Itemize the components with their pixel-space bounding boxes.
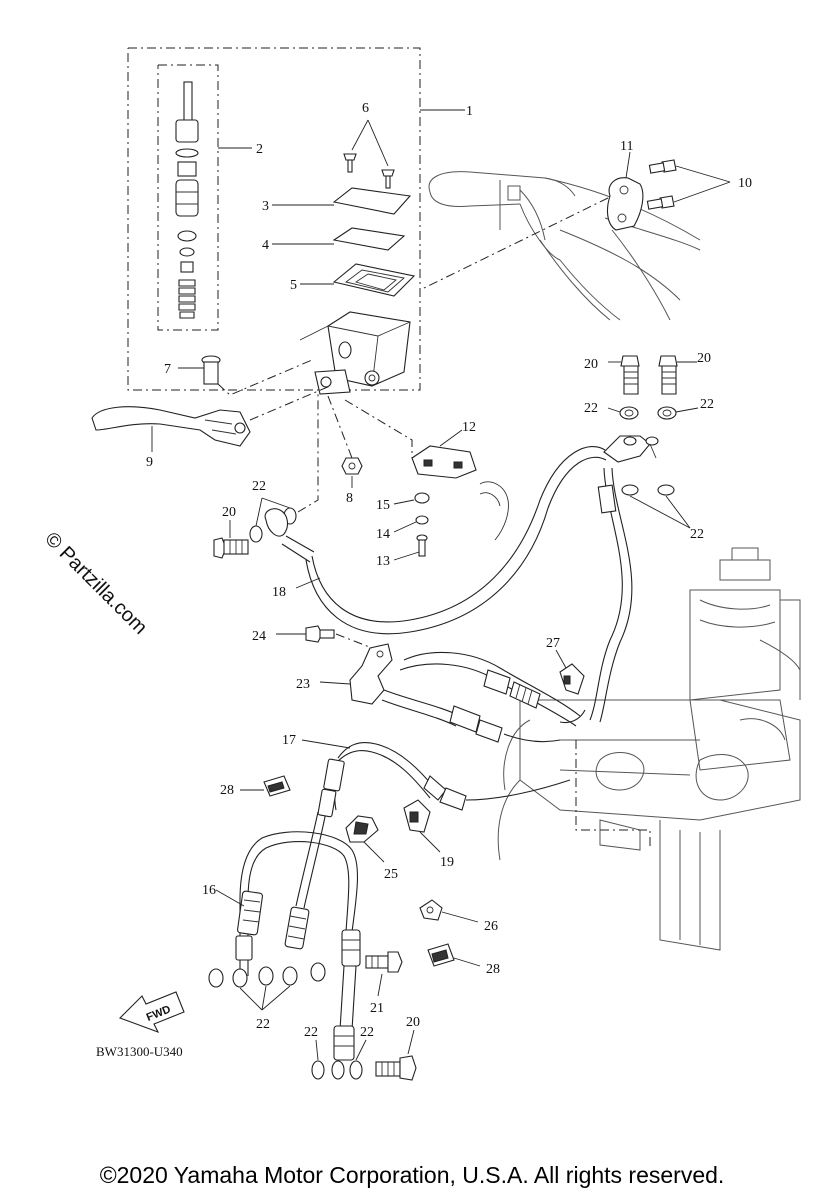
callout-13: 13 [376,554,390,569]
callout-1: 1 [466,104,473,119]
piston-kit-parts [175,81,199,319]
callout-9: 9 [146,455,153,470]
diaphragm-plate [272,227,406,251]
handlebar-clamp [419,151,644,291]
callout-3: 3 [262,199,269,214]
lower-washers [208,962,326,1011]
brake-hose-junction [559,435,691,724]
lever-pivot-bolt [178,355,313,396]
callout-27: 27 [546,636,560,651]
callout-22-bottom-a: 22 [304,1025,318,1040]
master-cylinder-assembly-boundary [127,47,465,391]
callout-26: 26 [484,919,498,934]
reservoir-cap-screw [343,119,395,189]
callout-21: 21 [370,1001,384,1016]
piston-kit-boundary [157,64,252,331]
callout-11: 11 [620,139,633,154]
brake-hose-17 [301,739,571,811]
callout-28-right: 28 [486,962,500,977]
mounting-reference-line [575,740,651,848]
master-cylinder-body [299,311,411,395]
callout-22-right: 22 [700,397,714,412]
callout-20-right: 20 [697,351,711,366]
callout-2: 2 [256,142,263,157]
callout-28-left: 28 [220,783,234,798]
callout-14: 14 [376,527,390,542]
hose-clip-19 [403,799,441,853]
callout-18: 18 [272,585,286,600]
union-bolt-pair [608,355,697,395]
callout-10: 10 [738,176,752,191]
watermark: © Partzilla.com [40,528,151,639]
callout-7: 7 [164,362,171,377]
brake-hose-lower [381,651,581,743]
callout-labels: 1 2 6 3 4 5 7 9 8 12 15 14 13 20 22 18 1… [146,101,752,1040]
switch-screw [393,534,428,561]
hose-clip-26 [419,899,479,923]
hose-clamp [555,649,585,695]
brake-lever [91,385,331,452]
holder-bolt [276,625,335,643]
callout-22-left: 22 [584,401,598,416]
callout-17: 17 [282,733,296,748]
callout-5: 5 [290,278,297,293]
switch-screw-washer [393,515,429,533]
brake-hose-upper [264,392,607,635]
union-bolt [213,520,249,559]
callout-22-junction: 22 [690,527,704,542]
callout-20-master: 20 [222,505,236,520]
hose-bolt-21 [365,951,403,997]
switch-washer [393,492,430,505]
callout-22-bottom-b: 22 [360,1025,374,1040]
copper-washer-pair [607,406,699,420]
hose-guide-clamp [240,775,291,797]
hose-clip-25 [345,815,385,863]
callout-12: 12 [462,420,476,435]
callout-22-master: 22 [252,479,266,494]
callout-23: 23 [296,677,310,692]
callout-25: 25 [384,867,398,882]
callout-8: 8 [346,491,353,506]
diagram-code: BW31300-U340 [96,1044,183,1059]
callout-24: 24 [252,629,266,644]
hose-holder [319,633,393,705]
callout-16: 16 [202,883,216,898]
front-brake-switch [344,399,509,541]
fork-steering-outline [497,547,801,951]
handlebar-grip-outline [428,171,701,321]
callout-4: 4 [262,238,269,253]
callout-6: 6 [362,101,369,116]
callout-22-bottom-left: 22 [256,1017,270,1032]
hose-guide-clamp-right [427,943,481,967]
callout-20-bottom: 20 [406,1015,420,1030]
fwd-arrow-icon: FWD [119,991,185,1033]
reservoir-cap [272,187,412,215]
caliper-washers [311,1039,367,1080]
callout-15: 15 [376,498,390,513]
brake-hose-16 [215,758,361,1061]
lever-nut [327,395,363,488]
caliper-union-bolt [375,1029,417,1081]
callout-20-left: 20 [584,357,598,372]
callout-19: 19 [440,855,454,870]
clamp-bolts [646,159,731,210]
copyright-notice: ©2020 Yamaha Motor Corporation, U.S.A. A… [100,1162,725,1188]
diaphragm [300,263,416,297]
